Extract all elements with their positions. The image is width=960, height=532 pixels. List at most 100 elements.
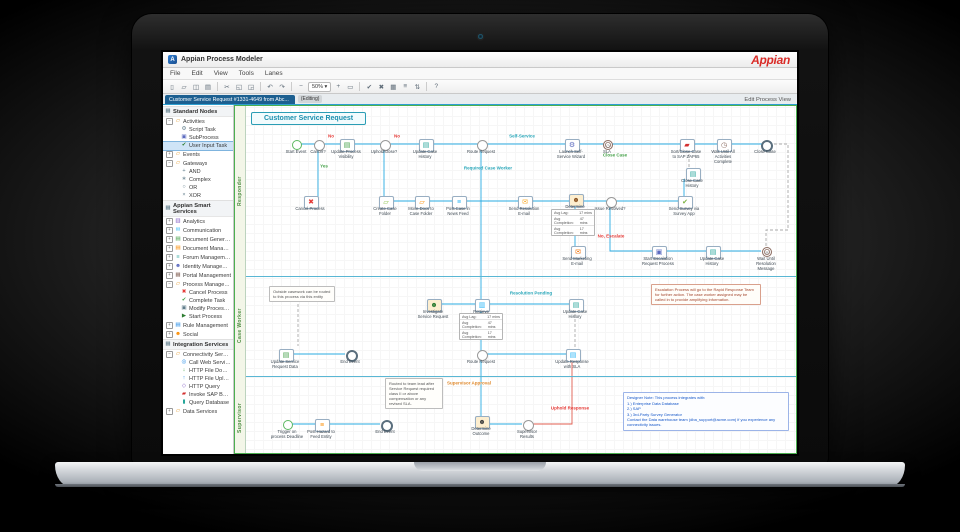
menu-lanes[interactable]: Lanes	[264, 70, 283, 77]
palette-item-data-services[interactable]: +▱Data Services	[163, 407, 233, 416]
zoom-out-icon[interactable]: −	[299, 83, 303, 90]
process-node-investigate-service-request[interactable]: ☻Investigate Service Request	[418, 298, 448, 319]
expander-icon[interactable]: −	[166, 118, 173, 125]
menu-edit[interactable]: Edit	[191, 70, 203, 77]
process-node-wait-until-all-activities-complete[interactable]: ◷Wait Until All Activities Complete	[711, 138, 735, 164]
edit-process-view-link[interactable]: Edit Process View	[744, 97, 791, 103]
process-node-end-event[interactable]: End Event	[340, 350, 360, 364]
palette-item-forum-management[interactable]: +≡Forum Management	[163, 253, 233, 262]
palette-item-complete-task[interactable]: ✔Complete Task	[163, 297, 233, 305]
menu-tools[interactable]: Tools	[238, 70, 254, 77]
process-node-uphold-close[interactable]: Uphold/close?	[371, 139, 397, 154]
zoom-in-icon[interactable]: +	[336, 83, 341, 90]
palette-item-subprocess[interactable]: ▣SubProcess	[163, 134, 233, 142]
process-node-supervisor-results[interactable]: Supervisor Results	[517, 419, 537, 439]
palette-item-query-database[interactable]: ▮Query Database	[163, 399, 233, 407]
paste-icon[interactable]: ◲	[247, 83, 255, 91]
fit-icon[interactable]: ▭	[347, 83, 354, 91]
palette-section-appian-smart-services[interactable]: ▦Appian Smart Services	[163, 200, 233, 217]
process-node-update-response-with-sla[interactable]: ▤Update Response with SLA	[555, 348, 589, 369]
expander-icon[interactable]: +	[166, 227, 173, 234]
process-node-route-request[interactable]: Route Request	[467, 139, 495, 154]
palette-item-call-web-service[interactable]: ◎Call Web Service	[163, 359, 233, 367]
process-node-start-escalation-request-process[interactable]: ▣Start Escalation Request Process	[642, 245, 674, 266]
palette-item-xor[interactable]: ×XOR	[163, 192, 233, 200]
palette-item-process-management[interactable]: −▱Process Management	[163, 280, 233, 289]
process-node-retrieve-customer-account-data[interactable]: ▥Retrieve Customer Account Data	[468, 298, 494, 324]
reorder-icon[interactable]: ⇅	[414, 83, 421, 91]
palette-item-cancel-process[interactable]: ✖Cancel Process	[163, 289, 233, 297]
palette-item-modify-process-security[interactable]: ▣Modify Process Security	[163, 305, 233, 313]
expander-icon[interactable]: +	[166, 245, 173, 252]
palette-section-standard-nodes[interactable]: ▦Standard Nodes	[163, 106, 233, 117]
help-icon[interactable]: ?	[434, 83, 439, 90]
validate-icon[interactable]: ✔	[366, 83, 373, 91]
annotation-note[interactable]: Designer Note: This process integrates w…	[623, 392, 789, 431]
palette-item-social[interactable]: +☻Social	[163, 330, 233, 339]
process-node-sort-close-case-to-sap-zap65[interactable]: ▰Sort/Close Case to SAP ZAP65	[671, 138, 701, 159]
process-node-post-hazard-to-feed-entity[interactable]: ≡Post Hazard to Feed Entity	[307, 418, 335, 439]
process-node-send-resolution-e-mail[interactable]: ✉Send Resolution E-mail	[509, 195, 539, 216]
palette-item-rule-management[interactable]: +▤Rule Management	[163, 321, 233, 330]
process-node-post-case-in-news-feed[interactable]: ≡Post Case in News Feed	[446, 195, 470, 216]
palette-item-and[interactable]: +AND	[163, 168, 233, 176]
process-node-trigger-on-process-deadline[interactable]: Trigger on process Deadline	[271, 420, 303, 439]
open-icon[interactable]: ▱	[181, 83, 187, 91]
process-node-create-case-folder[interactable]: ▱Create Case Folder	[373, 195, 397, 216]
new-icon[interactable]: ▯	[170, 83, 174, 91]
expander-icon[interactable]: +	[166, 236, 173, 243]
delete-icon[interactable]: ✖	[378, 83, 385, 91]
expander-icon[interactable]: +	[166, 322, 173, 329]
palette-section-integration-services[interactable]: ▦Integration Services	[163, 339, 233, 350]
grid-icon[interactable]: ▦	[390, 83, 397, 91]
palette-item-gateways[interactable]: −▱Gateways	[163, 159, 233, 168]
tab-customer-service-request[interactable]: Customer Service Request #1331-4649 from…	[165, 95, 295, 104]
process-node-update-process-visibility[interactable]: ▤Update Process Visibility	[331, 138, 361, 159]
palette-item-activities[interactable]: −▱Activities	[163, 117, 233, 126]
palette-item-events[interactable]: +▱Events	[163, 150, 233, 159]
expander-icon[interactable]: +	[166, 254, 173, 261]
process-node-determine-outcome[interactable]: ☻Determine Outcome	[471, 415, 491, 436]
print-icon[interactable]: ▤	[204, 83, 212, 91]
process-node-update-service-request-data[interactable]: ▤Update Service Request Data	[271, 348, 299, 369]
process-node-start-event[interactable]: Start Event	[286, 140, 306, 154]
process-node-send-survey-via-survey-app[interactable]: ✔Send Survey via Survey App	[669, 195, 699, 216]
expander-icon[interactable]: −	[166, 281, 173, 288]
redo-icon[interactable]: ↷	[279, 83, 285, 91]
palette-item-document-generation[interactable]: +▤Document Generation	[163, 235, 233, 244]
palette-item-complex[interactable]: ∗Complex	[163, 176, 233, 184]
palette-item-invoke-sap-bapi[interactable]: ▰Invoke SAP BAPI	[163, 391, 233, 399]
zoom-level-select[interactable]: 50% ▾	[308, 81, 332, 92]
process-node-update-case-history[interactable]: ▤Update Case History	[700, 245, 724, 266]
palette-item-http-file-upload[interactable]: ↑HTTP File Upload	[163, 375, 233, 383]
annotation-note[interactable]: Escalation Process will go to the Rapid …	[651, 284, 761, 305]
process-node-sla[interactable]: ◷SLA	[603, 140, 613, 154]
expander-icon[interactable]: +	[166, 408, 173, 415]
expander-icon[interactable]: +	[166, 263, 173, 270]
palette-item-start-process[interactable]: ▶Start Process	[163, 313, 233, 321]
expander-icon[interactable]: −	[166, 351, 173, 358]
palette-item-http-file-download[interactable]: ↓HTTP File Download	[163, 367, 233, 375]
process-node-cancel[interactable]: Cancel?	[310, 139, 326, 154]
palette-item-portal-management[interactable]: +▦Portal Management	[163, 271, 233, 280]
process-node-close-case-history[interactable]: ▤Close Case History	[681, 167, 703, 188]
process-node-update-case-history[interactable]: ▤Update Case History	[413, 138, 437, 159]
palette-item-or[interactable]: ○OR	[163, 184, 233, 192]
process-node-wait-until-resolution-message[interactable]: ✉Wait Until Resolution Message	[756, 247, 776, 271]
undo-icon[interactable]: ↶	[267, 83, 273, 91]
process-node-issue-resolved[interactable]: Issue Resolved?	[595, 196, 625, 211]
expander-icon[interactable]: +	[166, 151, 173, 158]
annotation-note[interactable]: Outside casework can be routed to this p…	[269, 286, 335, 302]
menu-file[interactable]: File	[170, 70, 181, 77]
process-node-route-request[interactable]: Route Request	[467, 349, 495, 364]
palette-item-identity-management[interactable]: +☻Identity Management	[163, 262, 233, 271]
process-node-send-marketing-e-mail[interactable]: ✉Send Marketing E-mail	[562, 245, 592, 266]
palette-item-connectivity-services[interactable]: −▱Connectivity Services	[163, 350, 233, 359]
expander-icon[interactable]: +	[166, 218, 173, 225]
cut-icon[interactable]: ✂	[224, 83, 230, 91]
process-node-close-case[interactable]: Close Case	[754, 140, 776, 154]
expander-icon[interactable]: +	[166, 331, 173, 338]
palette-item-analytics[interactable]: +▥Analytics	[163, 217, 233, 226]
palette-item-http-query[interactable]: ◇HTTP Query	[163, 383, 233, 391]
